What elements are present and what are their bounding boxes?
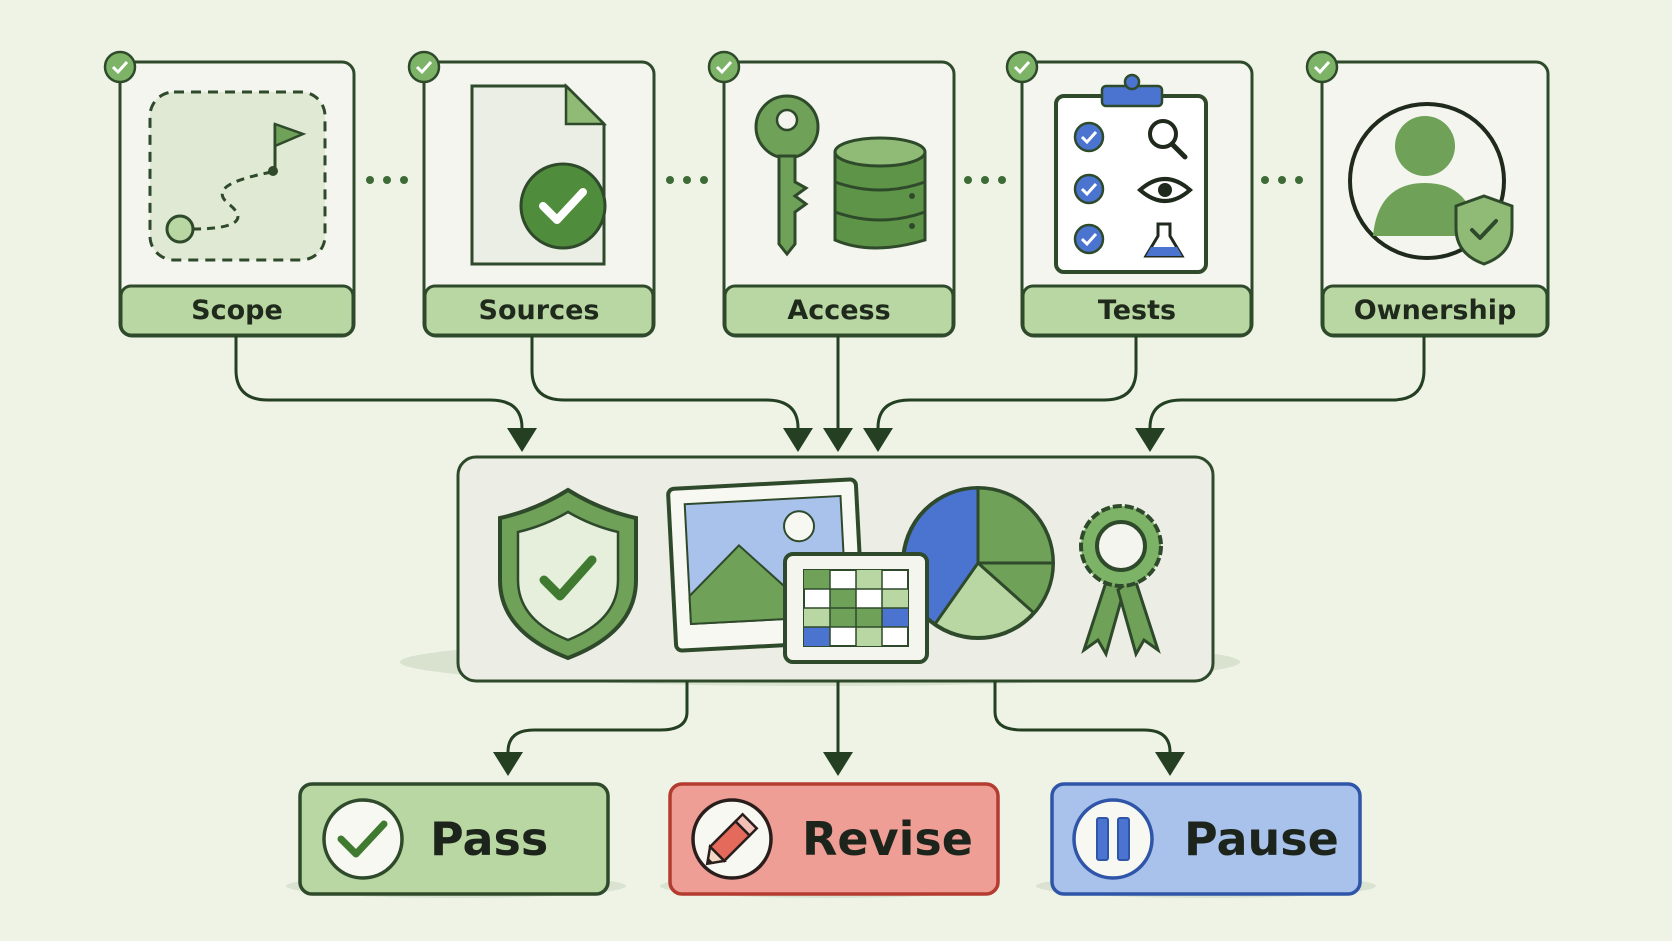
outcome-label-pause: Pause (1184, 812, 1339, 866)
key-database-icon (754, 94, 927, 257)
card-connectors (366, 176, 1303, 184)
status-check-icon (407, 50, 441, 84)
clipboard-checklist-icon (1054, 73, 1208, 274)
card-label-sources: Sources (478, 295, 600, 326)
document-check-icon (470, 82, 608, 266)
flag-route-icon (148, 90, 327, 262)
check-card-ownership[interactable] (1305, 50, 1550, 338)
card-label-access: Access (787, 295, 891, 326)
status-check-icon (103, 50, 137, 84)
outcome-label-revise: Revise (802, 812, 973, 866)
status-check-icon (707, 50, 741, 84)
flow-arrows-out (493, 681, 1185, 776)
check-card-sources[interactable] (407, 50, 656, 338)
outcome-label-pass: Pass (430, 812, 549, 866)
pencil-icon (691, 798, 773, 880)
status-check-icon (1305, 50, 1339, 84)
outcome-pause[interactable] (1036, 782, 1376, 898)
check-card-tests[interactable] (1005, 50, 1254, 338)
card-label-scope: Scope (191, 295, 283, 326)
user-shield-icon (1348, 102, 1514, 266)
status-check-icon (1005, 50, 1039, 84)
flow-arrows-in (234, 336, 1426, 452)
check-card-access[interactable] (707, 50, 956, 338)
award-ribbon-icon (1079, 504, 1163, 658)
outcome-pass[interactable] (286, 782, 626, 898)
shield-check-icon (498, 487, 638, 661)
table-grid-icon (783, 552, 929, 664)
pause-icon (1072, 798, 1154, 880)
card-label-tests: Tests (1097, 295, 1177, 326)
card-label-ownership: Ownership (1353, 295, 1517, 326)
checkmark-icon (322, 798, 404, 880)
outcome-revise[interactable] (660, 782, 1000, 898)
